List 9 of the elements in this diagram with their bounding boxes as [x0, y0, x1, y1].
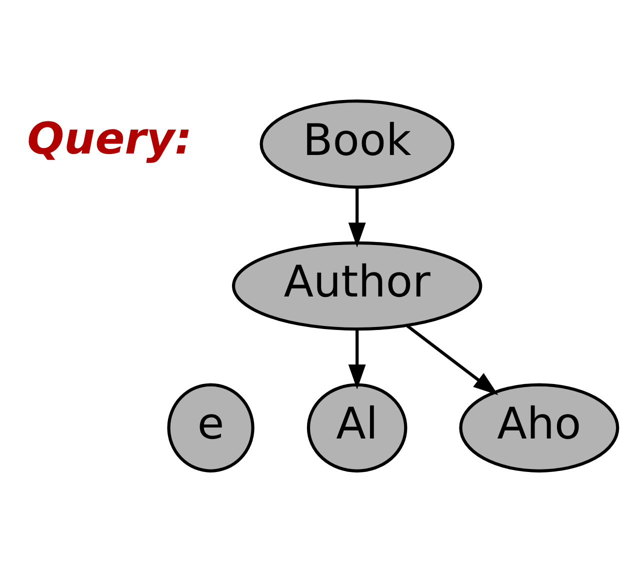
node-ellipse: Book [260, 99, 454, 188]
node-ellipse: Al [306, 382, 408, 472]
arrow [406, 324, 498, 395]
arrow [348, 186, 366, 248]
node-circle: e [167, 382, 254, 472]
node-ellipse: Author [232, 240, 482, 330]
node-ellipse: Aho [459, 382, 620, 472]
arrow [348, 328, 366, 389]
label: Query: [27, 114, 192, 164]
